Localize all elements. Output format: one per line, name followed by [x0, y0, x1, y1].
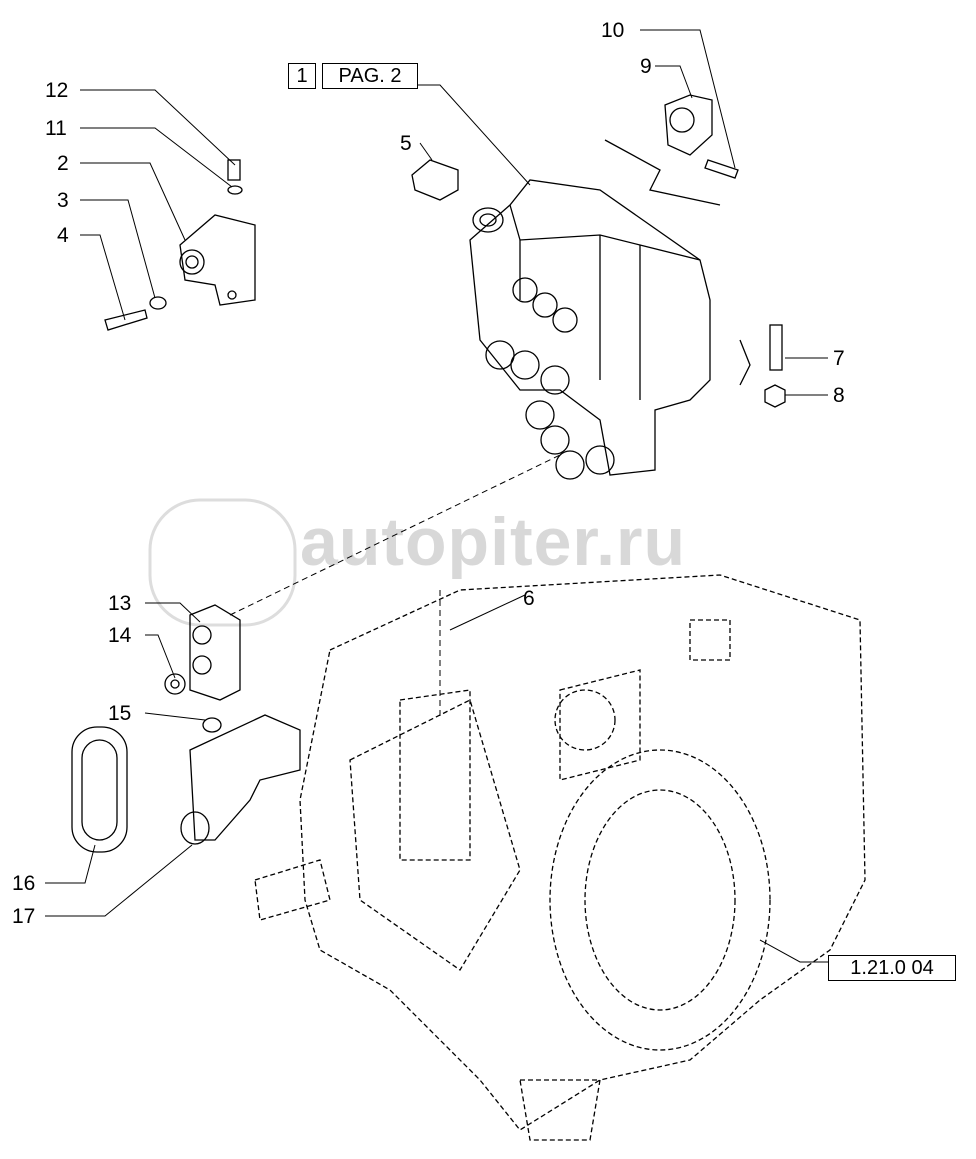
callout-2: 2 [57, 152, 69, 175]
callout-12: 12 [45, 79, 69, 102]
watermark-logo-icon [148, 498, 297, 627]
callout-10: 10 [601, 19, 625, 42]
callout-9: 9 [640, 55, 652, 78]
callout-11: 11 [45, 117, 67, 140]
callout-6: 6 [523, 587, 535, 610]
control-valve-assembly [411, 94, 786, 480]
callout-17: 17 [12, 905, 36, 928]
bracket-part [104, 159, 256, 331]
solenoid-valve-parts [71, 604, 301, 853]
callout-8: 8 [833, 384, 845, 407]
page-number-box: 1 [288, 63, 316, 89]
callout-13: 13 [108, 592, 132, 615]
callout-7: 7 [833, 347, 845, 370]
callout-15: 15 [108, 702, 132, 725]
watermark: autopiter.ru [300, 504, 687, 580]
callout-14: 14 [108, 624, 132, 647]
page-reference-box: PAG. 2 [322, 63, 418, 89]
callout-4: 4 [57, 224, 69, 247]
leader-lines [45, 29, 828, 963]
callout-5: 5 [400, 132, 412, 155]
callout-16: 16 [12, 872, 36, 895]
group-reference-box: 1.21.0 04 [828, 955, 956, 981]
callout-3: 3 [57, 189, 69, 212]
transmission-housing [254, 574, 866, 1141]
